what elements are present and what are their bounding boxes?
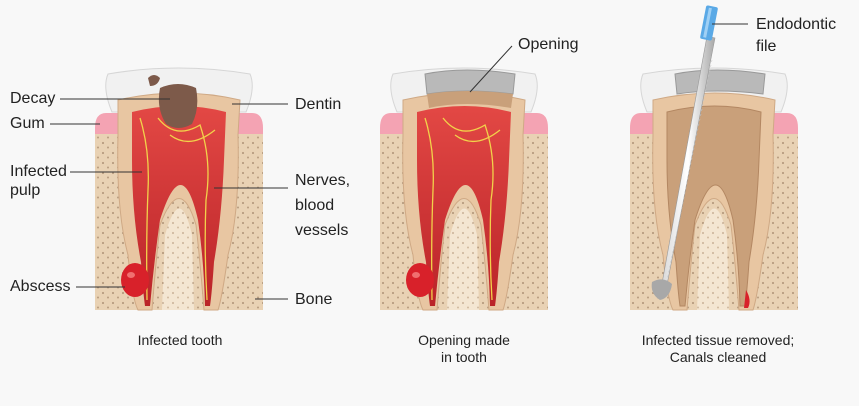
caption-stage-3: Infected tissue removed; Canals cleaned — [641, 332, 795, 365]
decay — [158, 84, 198, 128]
label-abscess: Abscess — [10, 278, 71, 295]
label-dentin: Dentin — [295, 96, 342, 113]
tooth-cleaned — [630, 5, 798, 311]
tooth-opening — [380, 67, 548, 311]
label-gum: Gum — [10, 115, 45, 132]
tooth-infected — [95, 67, 263, 311]
label-infected-pulp: Infected pulp — [10, 163, 67, 199]
abscess — [121, 263, 149, 297]
opening — [674, 69, 766, 95]
opening — [424, 69, 516, 95]
infected-pulp — [132, 106, 226, 306]
label-bone: Bone — [295, 291, 333, 308]
gum — [380, 113, 409, 134]
infected-pulp — [417, 106, 511, 306]
leader-lines — [50, 23, 748, 300]
abscess — [406, 263, 434, 297]
caption-stage-1: Infected tooth — [137, 332, 223, 348]
label-nerves-blood-vessels: Nerves, blood vessels — [295, 172, 351, 239]
nerves — [139, 117, 216, 301]
endodontic-file — [651, 5, 718, 300]
label-endodontic-file: Endodontic file — [756, 16, 837, 55]
gum — [95, 113, 124, 134]
gum — [630, 113, 659, 134]
caption-stage-2: Opening made in tooth — [418, 332, 510, 365]
label-opening: Opening — [518, 36, 579, 53]
label-decay: Decay — [10, 90, 56, 107]
nerves — [424, 117, 501, 301]
